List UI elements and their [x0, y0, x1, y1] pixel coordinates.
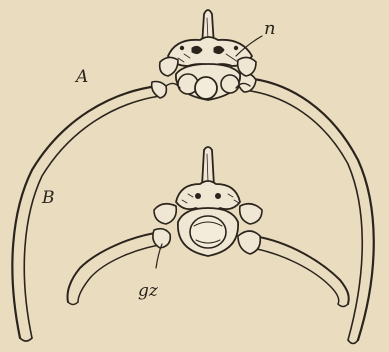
label-gz: gz — [138, 281, 159, 301]
inner-right-rib — [254, 236, 349, 304]
label-n: n — [264, 18, 276, 39]
outer-left-rib-inner — [24, 96, 160, 338]
label-a: A — [74, 67, 88, 87]
label-b: B — [41, 188, 55, 208]
outer-left-rib — [12, 86, 158, 338]
